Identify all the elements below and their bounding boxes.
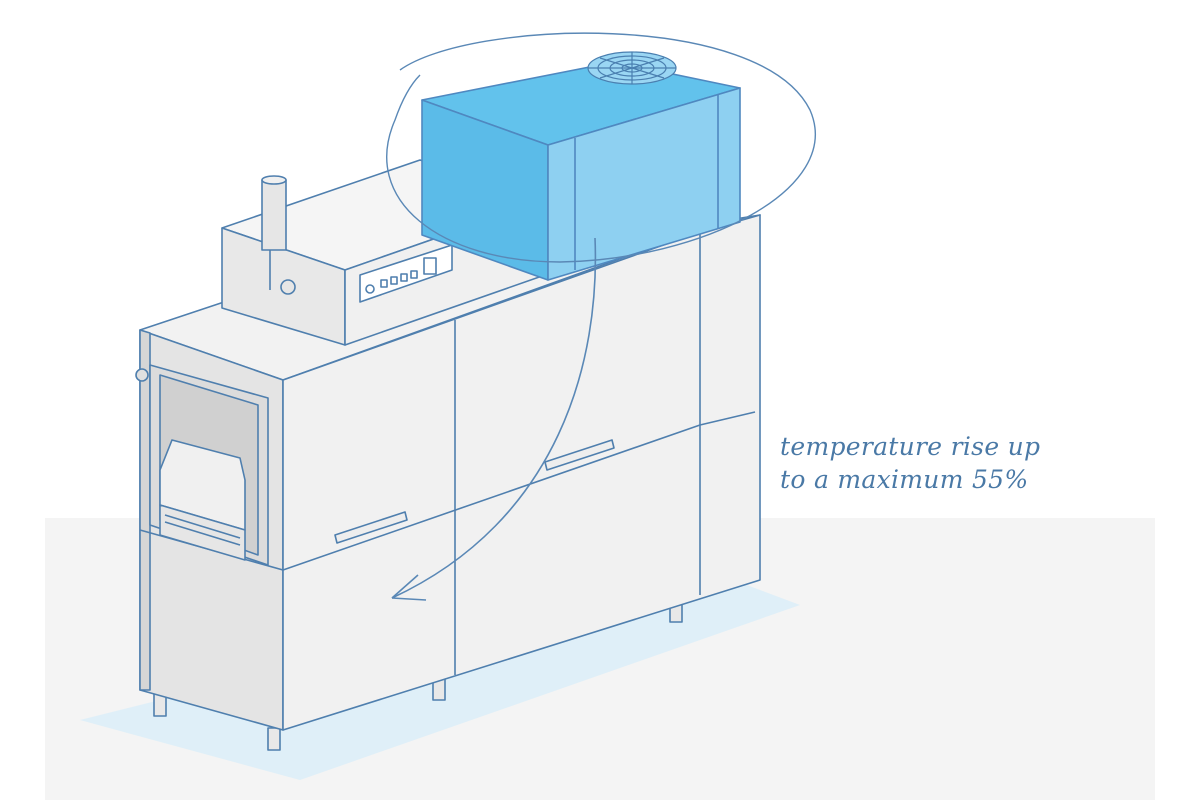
fan-grille-icon — [587, 51, 677, 85]
door-knob — [135, 368, 149, 382]
loading-door — [135, 364, 269, 566]
heat-recovery-unit — [421, 51, 741, 281]
highlight-ellipse — [386, 32, 816, 263]
curved-arrow-icon — [391, 237, 597, 601]
signal-tower — [261, 179, 287, 251]
annotation-line-1: temperature rise up — [780, 432, 1041, 461]
door-handles — [334, 439, 615, 544]
annotation-line-2: to a maximum 55% — [780, 465, 1029, 494]
temperature-annotation: temperature rise up to a maximum 55% — [780, 430, 1110, 496]
